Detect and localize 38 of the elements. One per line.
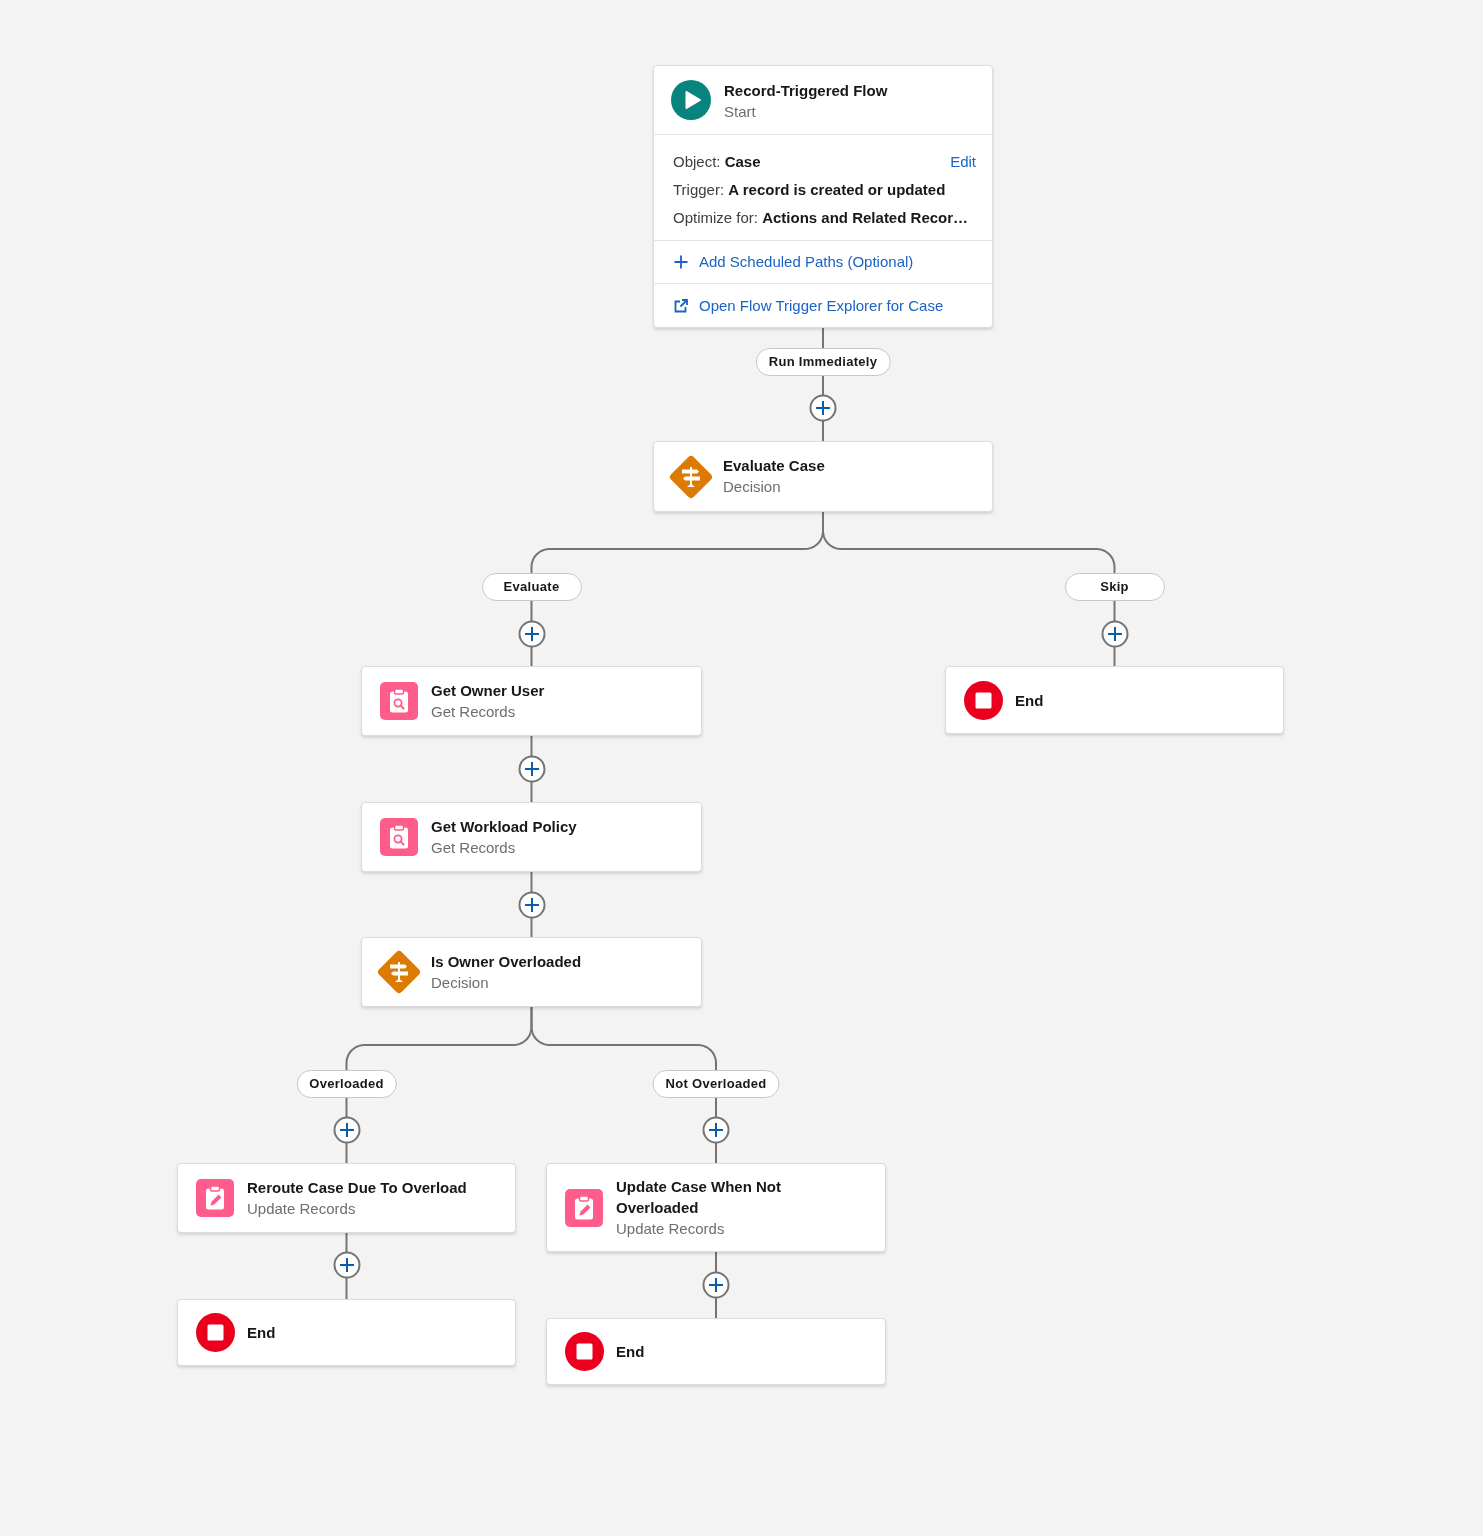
step-title: End: [247, 1323, 276, 1343]
step-title: Is Owner Overloaded: [431, 951, 582, 972]
get-records-card: [361, 802, 702, 872]
edge-label: Not Overloaded: [652, 1070, 780, 1098]
step-type-label: Update Records: [616, 1218, 725, 1239]
property-text: Optimize for: Actions and Related Recor…: [673, 208, 969, 228]
step-title: End: [1015, 690, 1044, 711]
step-type-label: Get Records: [431, 837, 516, 858]
step-title: Record-Triggered Flow: [724, 81, 888, 101]
step-type-label: Start: [724, 102, 756, 122]
edit-link: Edit: [950, 152, 976, 172]
start-card: [653, 65, 993, 328]
text-link: Open Flow Trigger Explorer for Case: [699, 296, 944, 316]
text-link: Add Scheduled Paths (Optional): [699, 252, 914, 272]
step-title: Evaluate Case: [723, 456, 825, 476]
step-title: Get Owner User: [431, 680, 545, 701]
end-card: [177, 1299, 516, 1366]
step-title: Update Case When Not Overloaded: [616, 1176, 782, 1218]
step-type-label: Update Records: [247, 1198, 356, 1219]
step-title: Get Workload Policy: [431, 816, 577, 837]
step-type-label: Decision: [431, 972, 489, 993]
end-card: [546, 1318, 886, 1385]
get-records-card: [361, 666, 702, 736]
step-type-label: Decision: [723, 477, 781, 497]
edge-label: Skip: [1064, 573, 1165, 601]
step-type-label: Get Records: [431, 701, 516, 722]
update-records-card: [177, 1163, 516, 1233]
end-card: [945, 666, 1284, 734]
property-text: Trigger: A record is created or updated: [673, 180, 946, 200]
step-title: End: [616, 1342, 645, 1362]
edge-label: Run Immediately: [755, 348, 891, 376]
decision-card: [653, 441, 993, 512]
edge-label: Evaluate: [481, 573, 582, 601]
update-records-card: [546, 1163, 886, 1252]
edge-label: Overloaded: [296, 1070, 397, 1098]
property-text: Object: Case: [673, 152, 761, 172]
decision-card: [361, 937, 702, 1007]
step-title: Reroute Case Due To Overload: [247, 1177, 467, 1198]
